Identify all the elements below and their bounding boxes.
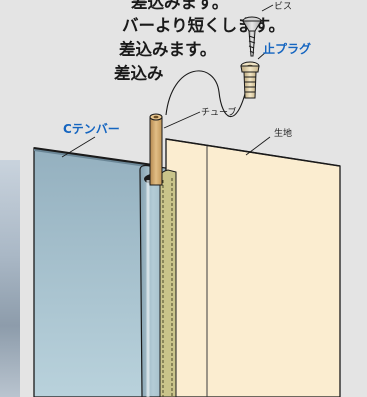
instruction-line-3: 差込みます。 [119, 40, 217, 59]
instruction-line-1: 差込みます。 [131, 0, 229, 12]
tube [149, 113, 163, 186]
fabric-leader [245, 136, 271, 156]
fabric-label: 生地 [274, 129, 293, 139]
plug-icon [240, 51, 267, 99]
stitched-edge-band [159, 169, 177, 397]
tube-label: チューブ [201, 108, 237, 118]
c-tenbar [33, 147, 168, 397]
plug-label: 止プラグ [263, 42, 312, 56]
c-tenbar-label: Cテンバー [63, 122, 120, 136]
screw-label: ビス [274, 2, 293, 12]
tube-leader [163, 111, 201, 129]
background-photo-strip [0, 160, 20, 397]
fabric-panel [165, 138, 341, 397]
instruction-line-4: 差込み [114, 64, 164, 83]
leader-curve [165, 70, 247, 118]
c-tenbar-leader [61, 136, 96, 158]
screw-icon [242, 4, 274, 57]
